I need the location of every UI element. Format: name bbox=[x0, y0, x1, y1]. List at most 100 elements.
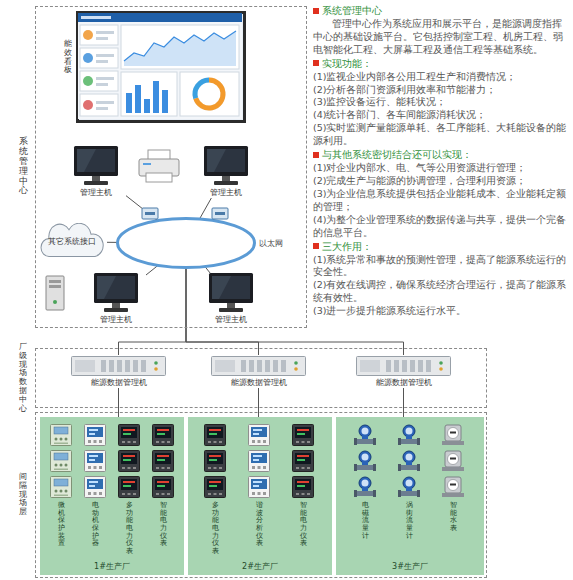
server-icon bbox=[394, 360, 399, 372]
monitor-icon bbox=[207, 149, 245, 172]
heading-text: 三大作用： bbox=[322, 241, 372, 252]
server-tower bbox=[46, 276, 64, 310]
server-icon bbox=[211, 355, 306, 377]
server-tower bbox=[49, 280, 61, 283]
server-icon bbox=[71, 355, 166, 377]
monitor-icon bbox=[204, 146, 248, 176]
server-icon bbox=[154, 367, 158, 371]
server-icon bbox=[273, 360, 278, 372]
host-label: 管理主机 bbox=[201, 314, 261, 325]
body-text: (5)实时监测产量能源单耗、各工序能耗、大耗能设备的能源利用。 bbox=[313, 122, 567, 148]
network-label: 以太网 bbox=[259, 238, 283, 249]
printer-icon bbox=[146, 173, 172, 182]
device-label: 智能电力仪表 bbox=[160, 502, 167, 548]
paragraph-text: (4)为整个企业管理系统的数据传递与共享，提供一个完备的信息平台。 bbox=[313, 214, 566, 238]
interface-cloud: 其它系统接口 bbox=[37, 223, 107, 261]
paragraph-text: (3)进一步提升能源系统运行水平。 bbox=[313, 305, 466, 316]
heading-marker bbox=[313, 152, 319, 158]
monitor-icon bbox=[219, 308, 243, 312]
server-label: 能源数据管理机 bbox=[211, 378, 306, 388]
body-text: (1)监视企业内部各公用工程生产和消费情况； bbox=[313, 71, 567, 84]
server-icon bbox=[439, 367, 443, 371]
host-label: 管理主机 bbox=[66, 187, 126, 198]
device-label: 谐波分析仪表 bbox=[256, 502, 263, 548]
monitor-icon bbox=[77, 149, 96, 172]
printer-icon bbox=[148, 150, 170, 160]
server-icon bbox=[257, 360, 262, 372]
paragraph-text: (1)对企业内部水、电、气等公用资源进行管理； bbox=[313, 162, 526, 173]
cloud-label: 其它系统接口 bbox=[37, 237, 107, 247]
network-switch bbox=[212, 208, 228, 219]
host-workstation: 管理主机 bbox=[86, 273, 146, 325]
monitor-icon bbox=[86, 273, 146, 313]
device-label: 多功能电力仪表 bbox=[212, 502, 219, 556]
monitor-icon bbox=[212, 276, 231, 299]
device-label: 电磁流量计 bbox=[362, 502, 369, 540]
zone-band: 厂级现场数据中心能源数据管理机能源数据管理机能源数据管理机 bbox=[35, 348, 487, 408]
monitor-icon bbox=[201, 273, 261, 313]
monitor-icon bbox=[209, 273, 253, 303]
server-icon bbox=[426, 360, 431, 372]
server-icon bbox=[439, 361, 443, 365]
device-label: 智能电力仪表 bbox=[300, 502, 307, 548]
heading-text: 实现功能： bbox=[322, 58, 372, 69]
device-label: 微机保护装置 bbox=[58, 502, 65, 548]
device-label: 智能水表 bbox=[450, 502, 457, 533]
monitor-icon bbox=[66, 146, 126, 186]
server-icon bbox=[212, 357, 306, 376]
host-workstation: 管理主机 bbox=[201, 273, 261, 325]
zone-label: 厂级现场数据中心 bbox=[19, 343, 27, 413]
network-switch bbox=[142, 208, 158, 219]
plant-section: 1#生产厂 bbox=[40, 417, 184, 575]
plant-label: 2#生产厂 bbox=[188, 561, 332, 572]
ring-shape bbox=[116, 217, 256, 269]
server-icon bbox=[215, 360, 235, 372]
data-server: 能源数据管理机 bbox=[71, 355, 166, 388]
monitor-icon bbox=[74, 146, 118, 176]
network-link bbox=[146, 265, 158, 275]
monitor-icon bbox=[212, 276, 250, 299]
monitor-icon bbox=[227, 303, 235, 308]
display-label: 能效看板 bbox=[64, 40, 72, 75]
paragraph-text: 管理中心作为系统应用和展示平台，是能源调度指挥中心的基础设施平台。它包括控制室工… bbox=[313, 18, 563, 55]
server-label: 能源数据管理机 bbox=[71, 378, 166, 388]
printer-icon bbox=[139, 150, 179, 182]
server-tower bbox=[46, 276, 64, 310]
monitor-icon bbox=[104, 308, 128, 312]
section-heading: 系统管理中心 bbox=[313, 5, 567, 18]
device-label: 涡街流量计 bbox=[406, 502, 413, 540]
host-workstation: 管理主机 bbox=[66, 146, 126, 198]
monitor-icon bbox=[92, 176, 100, 181]
server-icon bbox=[357, 357, 451, 376]
paragraph-text: (5)实时监测产量能源单耗、各工序能耗、大耗能设备的能源利用。 bbox=[313, 122, 566, 146]
zone-label: 系统管理中心 bbox=[19, 137, 28, 196]
paragraph-text: (2)完成生产与能源的协调管理，合理利用资源； bbox=[313, 175, 526, 186]
paragraph-text: (3)为企业信息系统提供包括企业能耗成本、企业能耗定额的管理； bbox=[313, 188, 566, 212]
body-text: (3)为企业信息系统提供包括企业能耗成本、企业能耗定额的管理； bbox=[313, 188, 567, 214]
server-icon bbox=[294, 367, 298, 371]
zone-band: 间隔现场层1#生产厂2#生产厂3#生产厂 bbox=[35, 412, 487, 578]
paragraph-text: (4)统计各部门、各车间能源消耗状况； bbox=[313, 109, 486, 120]
server-icon bbox=[418, 360, 423, 372]
device-label: 多功能电力仪表 bbox=[126, 502, 133, 556]
server-label: 能源数据管理机 bbox=[356, 378, 451, 388]
server-icon bbox=[249, 360, 254, 372]
heading-marker bbox=[313, 60, 319, 66]
monitor-icon bbox=[196, 146, 256, 186]
plant-section: 3#生产厂 bbox=[336, 417, 484, 575]
body-text: (4)为整个企业管理系统的数据传递与共享，提供一个完备的信息平台。 bbox=[313, 214, 567, 240]
data-server: 能源数据管理机 bbox=[356, 355, 451, 388]
paragraph-text: (1)监视企业内部各公用工程生产和消费情况； bbox=[313, 71, 516, 82]
text-column: 系统管理中心管理中心作为系统应用和展示平台，是能源调度指挥中心的基础设施平台。它… bbox=[313, 4, 567, 318]
body-text: (3)进一步提升能源系统运行水平。 bbox=[313, 305, 567, 318]
server-icon bbox=[117, 360, 122, 372]
server-icon bbox=[154, 361, 158, 365]
plant-label: 3#生产厂 bbox=[336, 561, 484, 572]
monitor-icon bbox=[77, 149, 115, 172]
paragraph-text: (1)系统异常和事故的预测性管理，提高了能源系统运行的安全性。 bbox=[313, 254, 566, 278]
monitor-icon bbox=[222, 176, 230, 181]
paragraph-text: (2)有效在线调控，确保系统经济合理运行，提高了能源系统有效性。 bbox=[313, 279, 566, 303]
device-label: 电动机保护器 bbox=[92, 502, 99, 548]
server-tower bbox=[53, 300, 57, 304]
